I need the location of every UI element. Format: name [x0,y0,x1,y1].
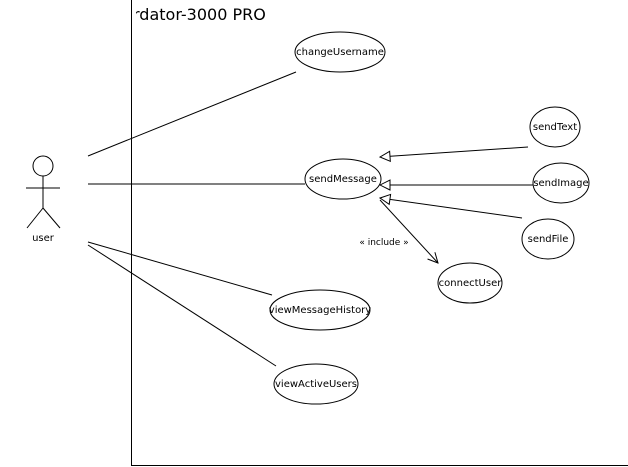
usecase-viewMessageHistory[interactable]: viewMessageHistory [269,289,372,331]
generalization-sendFile [380,198,523,219]
assoc-user-viewMessageHistory [87,241,273,296]
usecase-label: viewMessageHistory [269,305,372,316]
assoc-user-changeUsername [87,71,297,157]
usecase-viewActiveUsers[interactable]: viewActiveUsers [273,363,359,405]
usecase-label: sendText [533,122,577,133]
usecase-sendMessage[interactable]: sendMessage [304,158,382,200]
usecase-changeUsername[interactable]: changeUsername [294,31,386,73]
usecase-label: sendMessage [309,174,377,185]
actor-user[interactable] [26,155,61,229]
assoc-user-viewActiveUsers [87,244,277,367]
system-boundary [131,0,628,466]
system-title: rdator-3000 PRO [133,5,266,24]
actor-label: user [32,233,55,244]
usecase-connectUser[interactable]: connectUser [437,262,503,304]
usecase-label: connectUser [439,278,503,289]
usecase-sendFile[interactable]: sendFile [521,218,575,260]
usecase-sendText[interactable]: sendText [529,106,581,148]
include-label: « include » [359,238,408,248]
usecase-label: sendImage [533,178,588,189]
usecase-label: changeUsername [296,47,384,58]
include-connectUser [379,199,438,263]
usecase-label: viewActiveUsers [275,379,357,390]
actor-head-icon [32,155,54,177]
generalization-sendText [380,146,529,157]
usecase-label: sendFile [528,234,569,245]
usecase-sendImage[interactable]: sendImage [532,162,590,204]
